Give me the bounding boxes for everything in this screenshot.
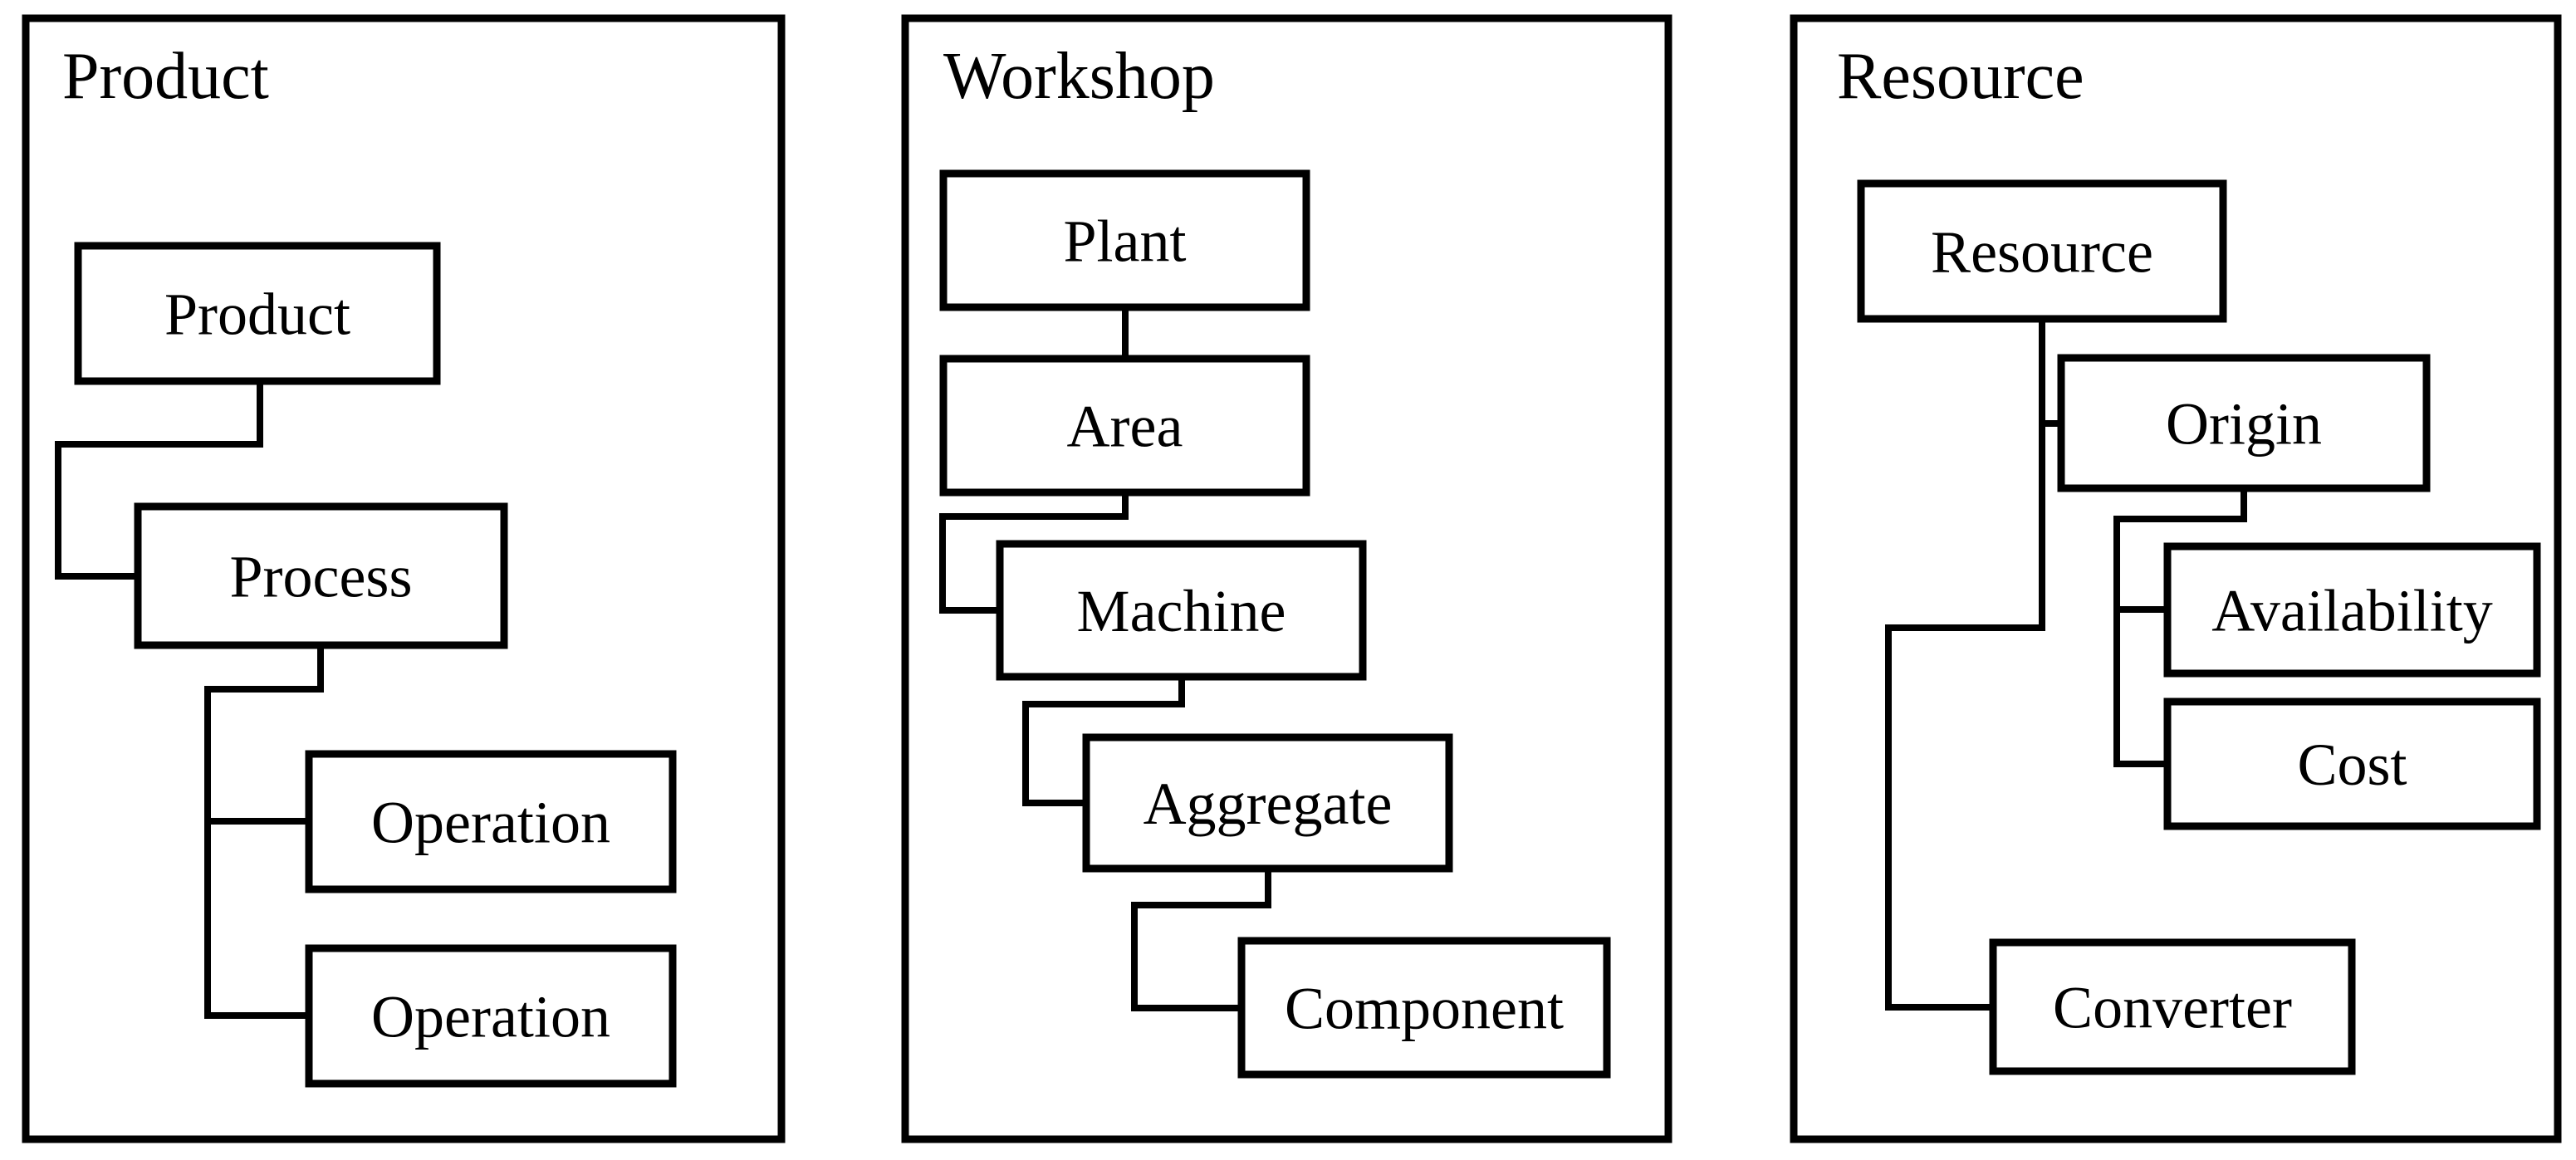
node-cost-box: Cost <box>2163 697 2541 830</box>
node-availability-box: Availability <box>2163 542 2541 678</box>
node-label-origin-box: Origin <box>2166 391 2322 458</box>
connector-product-0 <box>55 381 263 580</box>
node-rect-product-box <box>74 242 441 385</box>
node-label-process-box: Process <box>230 544 413 610</box>
node-origin-box: Origin <box>2057 354 2431 492</box>
node-process-box: Process <box>134 502 508 649</box>
node-resource-box: Resource <box>1857 179 2227 323</box>
panel-title-product: Product <box>62 40 269 113</box>
node-label-cost-box: Cost <box>2297 732 2407 798</box>
node-label-product-box: Product <box>164 281 350 348</box>
node-aggregate-box: Aggregate <box>1082 733 1453 873</box>
node-label-availability-box: Availability <box>2211 578 2493 644</box>
node-rect-aggregate-box <box>1082 733 1453 873</box>
node-label-operation-1-box: Operation <box>371 790 610 856</box>
node-rect-plant-box <box>939 169 1310 311</box>
connector-product-1 <box>204 645 324 825</box>
node-rect-machine-box <box>996 540 1367 681</box>
connector-resource-2 <box>2113 488 2247 613</box>
node-label-aggregate-box: Aggregate <box>1144 771 1393 837</box>
node-operation-1-box: Operation <box>305 750 677 893</box>
connector-resource-1 <box>1885 423 2045 1011</box>
node-converter-box: Converter <box>1989 938 2356 1075</box>
node-operation-2-box: Operation <box>305 944 677 1088</box>
node-rect-resource-box <box>1857 179 2227 323</box>
node-rect-cost-box <box>2163 697 2541 830</box>
node-rect-process-box <box>134 502 508 649</box>
connector-product-2 <box>204 821 309 1019</box>
node-label-converter-box: Converter <box>2053 975 2292 1041</box>
node-rect-area-box <box>939 355 1310 497</box>
node-label-operation-2-box: Operation <box>371 984 610 1050</box>
panel-title-resource: Resource <box>1837 40 2084 113</box>
connector-workshop-2 <box>1022 677 1185 806</box>
node-area-box: Area <box>939 355 1310 497</box>
node-label-resource-box: Resource <box>1931 219 2153 286</box>
connector-workshop-1 <box>939 492 1129 614</box>
node-rect-operation-1-box <box>305 750 677 893</box>
panel-workshop: WorkshopPlantAreaMachineAggregateCompone… <box>901 14 1672 1143</box>
node-machine-box: Machine <box>996 540 1367 681</box>
node-rect-converter-box <box>1989 938 2356 1075</box>
node-component-box: Component <box>1237 937 1611 1079</box>
node-product-box: Product <box>74 242 441 385</box>
node-rect-component-box <box>1237 937 1611 1079</box>
node-label-component-box: Component <box>1285 976 1564 1042</box>
connector-resource-3 <box>2113 609 2167 767</box>
connector-workshop-3 <box>1131 869 1271 1011</box>
panel-resource: ResourceResourceOriginAvailabilityCostCo… <box>1790 14 2562 1143</box>
node-label-area-box: Area <box>1067 394 1183 460</box>
node-plant-box: Plant <box>939 169 1310 311</box>
node-rect-operation-2-box <box>305 944 677 1088</box>
node-label-machine-box: Machine <box>1077 578 1286 644</box>
node-rect-availability-box <box>2163 542 2541 678</box>
node-label-plant-box: Plant <box>1063 208 1186 275</box>
panel-title-workshop: Workshop <box>943 40 1215 113</box>
node-rect-origin-box <box>2057 354 2431 492</box>
